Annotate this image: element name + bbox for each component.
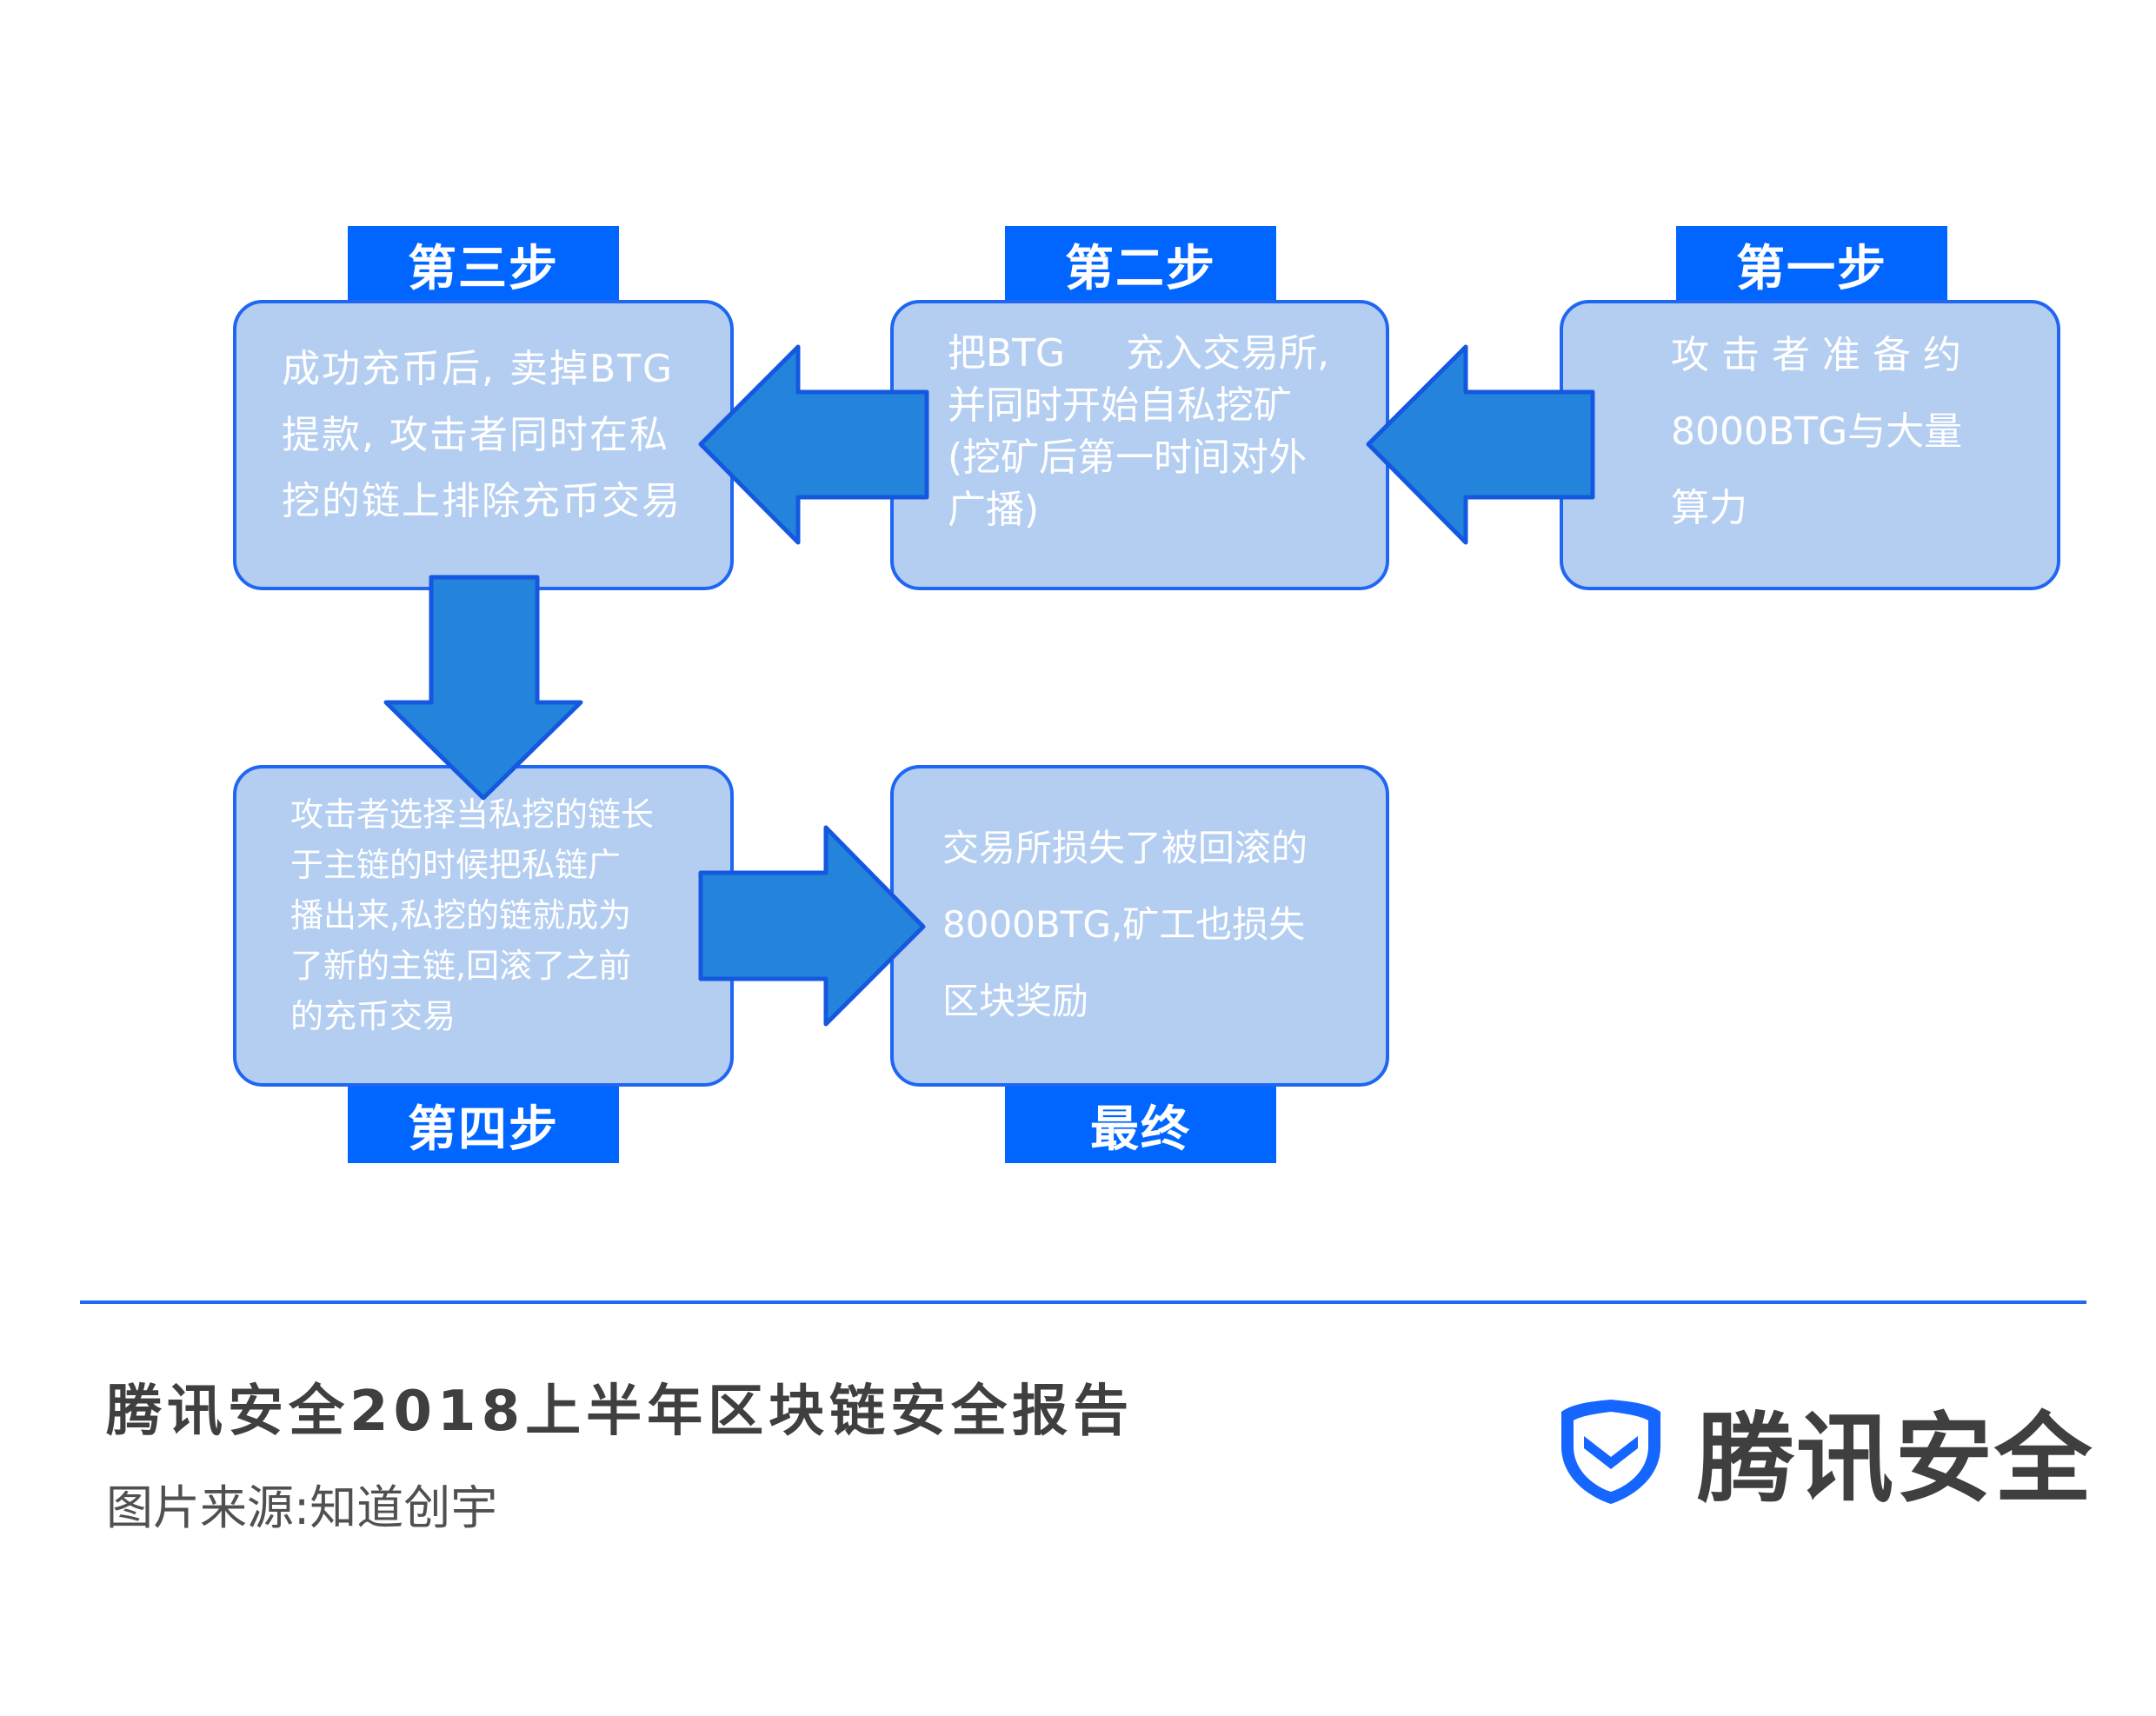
step4-text-line-3: 播出来,私挖的链就成为: [290, 896, 632, 934]
image-source: 图片来源:知道创宇: [106, 1480, 498, 1535]
final-box: 交易所损失了被回滚的 8000BTG,矿工也损失 区块奖励: [890, 765, 1389, 1087]
final-text-line-1: 交易所损失了被回滚的: [942, 827, 1308, 869]
step1-box: 攻 击 者 准 备 约 8000BTG与大量 算力: [1560, 300, 2060, 590]
step1-text-line-3: 算力: [1671, 486, 1747, 530]
step4-box: 攻击者选择当私挖的链长 于主链的时候把私链广 播出来,私挖的链就成为 了新的主链…: [233, 765, 734, 1087]
final-text-line-2: 8000BTG,矿工也损失: [942, 903, 1306, 946]
final-text-line-3: 区块奖励: [942, 980, 1089, 1022]
step3-text-line-2: 提款, 攻击者同时在私: [282, 413, 669, 457]
step4-text-line-5: 的充币交易: [290, 997, 456, 1035]
brand-name: 腾讯安全: [1697, 1403, 2093, 1516]
step2-text-line-2: 并同时开始自私挖矿: [948, 383, 1292, 428]
step4-text-line-4: 了新的主链,回滚了之前: [290, 947, 632, 985]
step2-text-line-1: 把BTG 充入交易所,: [948, 331, 1330, 376]
label-final: 最终: [1005, 1087, 1276, 1163]
shield-icon: [1561, 1400, 1660, 1504]
arrow-right-step4-to-final: [698, 825, 926, 1027]
step1-text-line-2: 8000BTG与大量: [1671, 409, 1963, 454]
arrow-down-step3-to-step4: [383, 575, 583, 801]
footer-divider: [80, 1300, 2086, 1304]
label-step3: 第三步: [348, 226, 619, 303]
label-step4: 第四步: [348, 1087, 619, 1163]
label-step2: 第二步: [1005, 226, 1276, 303]
arrow-left-step1-to-step2: [1366, 344, 1595, 545]
step2-text-line-3: (挖矿后第一时间对外: [948, 436, 1308, 480]
step3-text-line-3: 挖的链上排除充币交易: [282, 479, 682, 523]
arrow-left-step2-to-step3: [698, 344, 929, 545]
step2-text-line-4: 广播): [948, 488, 1040, 532]
label-step1: 第一步: [1676, 226, 1947, 303]
brand-logo: 腾讯安全: [1554, 1380, 2093, 1521]
report-title: 腾讯安全2018上半年区块链安全报告: [106, 1380, 1135, 1444]
step1-text-line-1: 攻 击 者 准 备 约: [1671, 333, 1961, 377]
step4-text-line-1: 攻击者选择当私挖的链长: [290, 795, 655, 834]
step3-box: 成功充币后, 卖掉BTG 提款, 攻击者同时在私 挖的链上排除充币交易: [233, 300, 734, 590]
step4-text-line-2: 于主链的时候把私链广: [290, 846, 622, 884]
step3-text-line-1: 成功充币后, 卖掉BTG: [282, 347, 675, 391]
